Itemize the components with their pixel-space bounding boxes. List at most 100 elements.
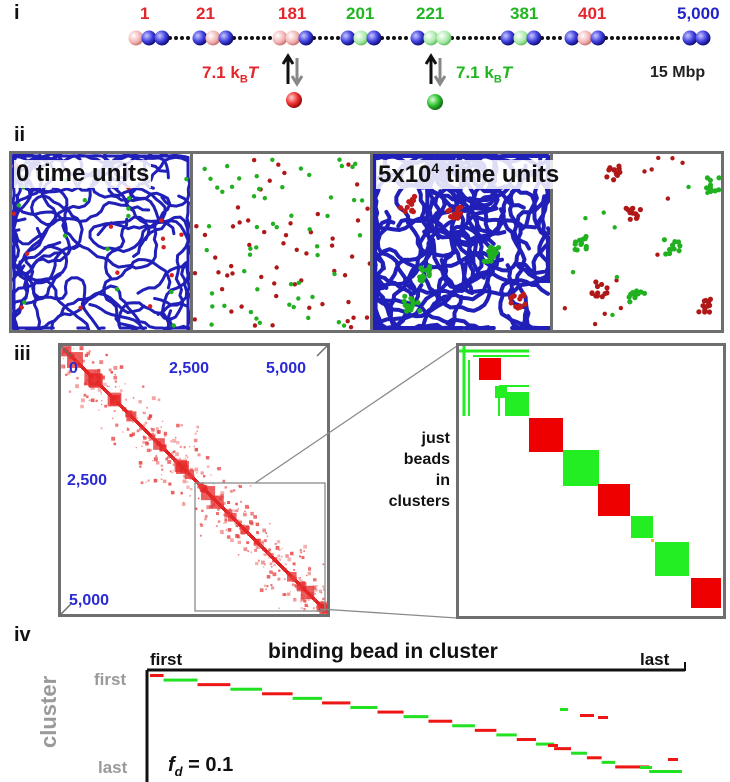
polymer-bead [564, 30, 580, 46]
cluster-segment [668, 758, 678, 761]
cluster-segment [452, 724, 475, 728]
polymer-bead [340, 30, 356, 46]
polymer-bead [128, 30, 144, 46]
energy-red: 7.1 kBT [202, 63, 259, 86]
polymer-bead [500, 30, 516, 46]
tick-top-5000: 5,000 [266, 360, 307, 377]
cluster-segment [428, 719, 453, 723]
cluster-segment [163, 678, 198, 682]
tick-top-2500: 2,500 [169, 360, 210, 377]
cluster-segment [571, 751, 587, 755]
fd-label: fd = 0.1 [168, 754, 234, 779]
cluster-segment [640, 766, 652, 769]
bead-chain [128, 30, 711, 46]
green-cluster-block [495, 386, 507, 398]
zoom-map-blocks [459, 346, 721, 608]
cluster-segment [548, 744, 558, 747]
down-arrow-icon [290, 58, 304, 87]
cluster-segment [598, 716, 608, 719]
polymer-bead [298, 30, 314, 46]
cluster-segment [230, 687, 263, 691]
polymer-bead [366, 30, 382, 46]
polymer-bead [590, 30, 606, 46]
polymer-bead [141, 30, 157, 46]
polymer-bead [272, 30, 288, 46]
polymer-bead [353, 30, 369, 46]
tick-left-5000: 5,000 [69, 592, 110, 609]
panel-label-i: i [14, 2, 20, 24]
cluster-segment [586, 756, 602, 760]
polymer-bead [285, 30, 301, 46]
cluster-segment [601, 760, 616, 764]
bead-label-181: 181 [278, 4, 307, 23]
snapshot-strip: 0 time units 5x104 time units [9, 151, 724, 333]
cluster-segment [535, 742, 555, 746]
polymer-bead [192, 30, 208, 46]
cluster-segment [554, 747, 572, 751]
cluster-segment [580, 714, 594, 717]
divider [190, 154, 193, 330]
polymer-bead [577, 30, 593, 46]
zoom-caption: just beads in clusters [388, 430, 450, 510]
bead-label-5000: 5,000 [677, 4, 720, 23]
cluster-segment [474, 728, 497, 732]
divider [370, 154, 373, 330]
bead-label-401: 401 [578, 4, 607, 23]
polymer-bead [526, 30, 542, 46]
time-label-0: 0 time units [14, 160, 152, 188]
bead-label-221: 221 [416, 4, 445, 23]
time-label-5e4: 5x104 time units [376, 160, 562, 189]
energy-green: 7.1 kBT [456, 63, 513, 86]
polymer-bead [423, 30, 439, 46]
y-axis-first: first [94, 670, 127, 689]
x-axis-first: first [150, 650, 183, 669]
green-cluster-block [563, 450, 599, 486]
polymer-bead [218, 30, 234, 46]
cluster-plot-title: binding bead in cluster [268, 640, 498, 663]
red-cluster-block [479, 358, 501, 380]
red-cluster-block [529, 418, 563, 452]
green-cluster-block [505, 392, 529, 416]
down-arrow-icon [433, 58, 447, 87]
polymer-bead [410, 30, 426, 46]
green-cluster-block [655, 542, 689, 576]
polymer-chain-diagram [128, 30, 711, 110]
cluster-segment [197, 683, 231, 687]
green-binder-bead-icon [427, 94, 443, 110]
bead-label-381: 381 [510, 4, 539, 23]
x-axis-last: last [640, 650, 670, 669]
cluster-segment [292, 696, 323, 700]
polymer-bead [682, 30, 698, 46]
divider [550, 154, 553, 330]
cluster-segment [516, 738, 536, 741]
cluster-segment [377, 710, 404, 714]
tick-left-2500: 2,500 [67, 472, 108, 489]
cluster-segment [649, 770, 682, 773]
up-arrow-icon [281, 53, 295, 84]
cluster-segment [615, 765, 650, 769]
panel-label-iii: iii [14, 343, 31, 365]
bead-label-201: 201 [346, 4, 375, 23]
y-axis-last: last [98, 758, 128, 777]
red-binder-bead-icon [286, 92, 302, 108]
bead-label-1: 1 [140, 4, 150, 23]
up-arrow-icon [424, 53, 438, 84]
cluster-segment [496, 733, 517, 737]
polymer-bead [695, 30, 711, 46]
cluster-segment [150, 674, 164, 677]
red-cluster-block [598, 484, 630, 516]
bead-label-21: 21 [196, 4, 215, 23]
polymer-bead [436, 30, 452, 46]
red-cluster-block [691, 578, 721, 608]
polymer-length: 15 Mbp [650, 64, 706, 81]
cluster-segment [403, 715, 429, 719]
panel-label-iv: iv [14, 624, 31, 646]
polymer-bead [205, 30, 221, 46]
cluster-segment [560, 708, 568, 711]
zoom-map [456, 343, 726, 619]
polymer-bead [513, 30, 529, 46]
panel-label-ii: ii [14, 124, 26, 146]
contact-map: 0 2,500 5,000 2,500 5,000 [58, 343, 330, 617]
